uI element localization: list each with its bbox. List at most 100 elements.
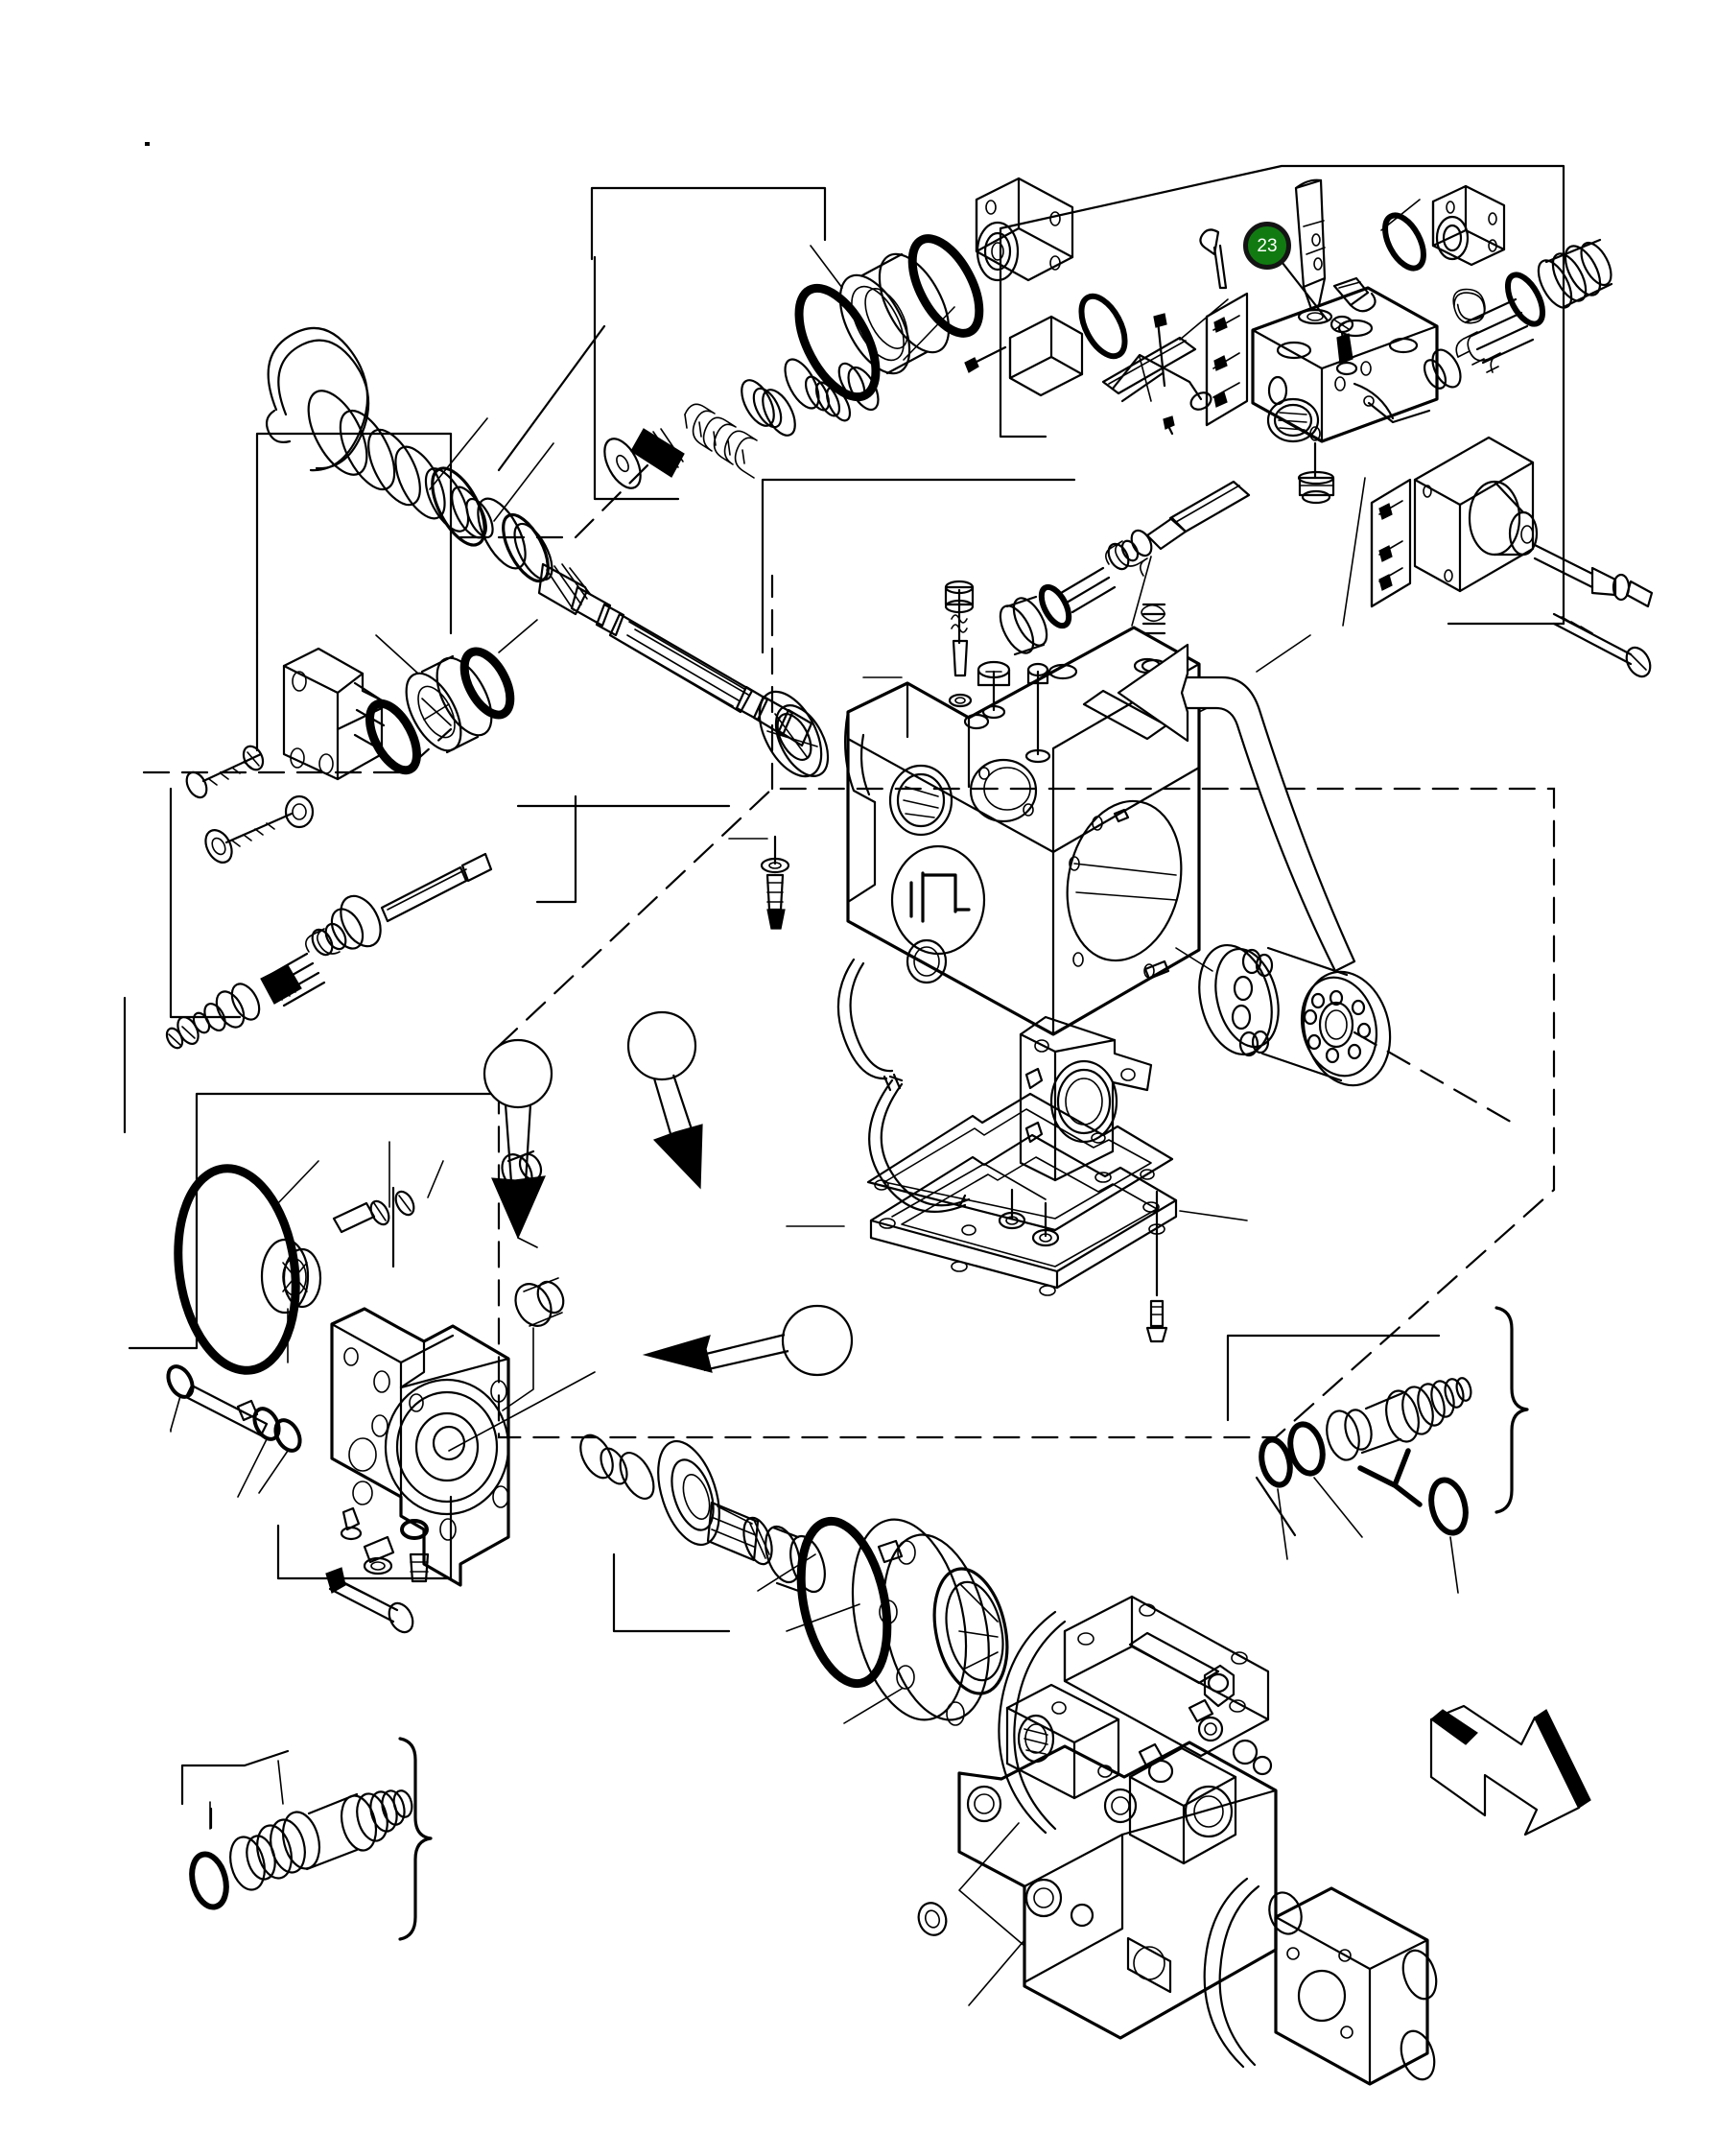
leader-cover-oring	[275, 1160, 319, 1206]
mounting-flange	[851, 1518, 1009, 1726]
bolt-head-left	[964, 357, 979, 373]
housing-bolt-top-3	[1024, 662, 1051, 764]
flange-o-ring-1	[365, 699, 421, 775]
leader-pilot	[1131, 556, 1152, 627]
drive-shaft	[537, 562, 813, 747]
relief-r-v-leader	[1357, 1448, 1423, 1507]
linkage-bar	[1367, 401, 1431, 424]
shaft-seal	[424, 466, 494, 547]
port-flange-group	[185, 619, 538, 864]
port-flange-upper	[975, 177, 1074, 282]
housing-outer	[846, 626, 1201, 1036]
block-port-3	[1388, 337, 1419, 354]
flange-o-ring-2	[459, 647, 515, 720]
shaft-bearing	[758, 690, 830, 778]
leader-solenoid	[1380, 199, 1421, 231]
cover-face-recess	[384, 1378, 510, 1516]
cover-plug-bottom	[409, 1552, 430, 1583]
cradle-stud-1	[998, 1188, 1026, 1230]
leader-block-drain	[1342, 477, 1366, 627]
arrow-head-1	[491, 1175, 546, 1240]
block-port-1	[1276, 341, 1312, 360]
cyl-bore-circle-ring	[1303, 989, 1372, 1064]
pilot-valve-left-lower	[165, 852, 493, 1050]
brace-right-relief	[1494, 1306, 1529, 1514]
leader-relief-r-2	[1313, 1477, 1363, 1538]
block-bore	[1266, 397, 1320, 443]
backup-ring-3	[513, 522, 553, 581]
o-ring-large-1	[794, 283, 881, 402]
cover-plug-right-lower	[502, 1277, 565, 1411]
leader-flange-oring	[786, 1603, 860, 1632]
cover-o-ring-large	[174, 1164, 300, 1375]
valve-plate-cover-group	[166, 1141, 596, 1634]
leader-cover-washer	[427, 1160, 444, 1198]
cyl-barrel	[1302, 970, 1392, 1087]
pump-assembly-group	[917, 1595, 1438, 2086]
coupling-snapring	[619, 1452, 655, 1500]
cover-pin-with-orings	[166, 1364, 302, 1498]
plate-gasket	[1078, 293, 1128, 360]
housing-cast-recess	[890, 844, 986, 956]
flange-sleeve	[405, 654, 493, 754]
balloon-leader-1	[482, 1038, 553, 1240]
housing-main-bore	[1066, 799, 1183, 962]
cradle-gasket	[866, 1092, 1174, 1236]
scan-artifact-dot	[145, 142, 150, 146]
relief-valve-group-left	[189, 1760, 413, 1910]
cylinder-block-group	[1175, 943, 1518, 1126]
block-arrow-bottom-right	[1429, 1704, 1591, 1836]
housing-bolt-top-2	[977, 660, 1011, 720]
leader-assembly-2	[968, 1939, 1025, 2006]
regulator-valve-block	[1251, 286, 1439, 443]
gear-pump-bore	[1297, 1969, 1347, 2023]
relief-valve-group-right	[1259, 1377, 1472, 1594]
o-ring-pilot	[1038, 583, 1072, 629]
cradle-stud-2	[1031, 1201, 1060, 1247]
pilot-plug	[999, 595, 1048, 656]
valve-plunger	[1294, 178, 1333, 325]
valve-plate-cover-body	[330, 1307, 510, 1587]
adjust-screw	[1332, 276, 1377, 313]
housing-bolt-lower-left	[760, 835, 790, 930]
leader-relief-r-1	[1277, 1488, 1288, 1560]
leader-relief-l-body	[277, 1760, 284, 1805]
o-ring-large-2	[907, 234, 984, 338]
cradle-bolt-right	[1145, 1190, 1168, 1343]
solenoid-plate-upper	[1431, 184, 1506, 267]
cover-dowel-and-washers	[332, 1190, 415, 1234]
leader-link-2	[1139, 356, 1152, 402]
relief-l-cartridge	[229, 1789, 413, 1891]
locating-pin	[1199, 228, 1228, 290]
relief-r-cartridge	[1326, 1377, 1472, 1461]
swash-cradle-group	[786, 1015, 1248, 1343]
seal-ring-stack	[307, 390, 446, 520]
leader-group-low	[1256, 634, 1311, 673]
relief-l-oring	[189, 1851, 229, 1910]
coil-spring-main	[684, 403, 758, 479]
brace-bottom-left-relief	[398, 1737, 433, 1941]
spool-rod	[380, 865, 468, 923]
callout-badge-23[interactable]: 23	[1243, 222, 1291, 270]
shaft-seal-bearing-group	[265, 326, 830, 778]
flange-bolt-upper	[185, 745, 265, 799]
bearing-sleeve	[838, 252, 951, 375]
assembly-loose-plug	[917, 1902, 948, 1936]
leader-cover-face	[448, 1371, 596, 1452]
housing-snap-ring	[836, 958, 902, 1092]
leader-cyl-left	[1175, 947, 1213, 972]
leader-flange	[375, 634, 419, 675]
relief-spring-assembly-right	[1423, 238, 1613, 390]
arrow-head-2	[652, 1124, 703, 1190]
spring-right-coils	[1455, 297, 1535, 373]
cyl-spline-bore	[1318, 1001, 1354, 1049]
spacer-1	[741, 379, 775, 427]
feedback-lever	[1111, 313, 1212, 436]
leader-cyl-dashed	[1353, 1031, 1518, 1126]
leader-link-1	[1179, 298, 1229, 341]
curved-assembly-arrow	[1117, 643, 1356, 973]
cover-oring-small-bottom	[400, 1519, 429, 1540]
coupling-thrust-washer	[657, 1439, 720, 1547]
cradle-support	[1019, 1015, 1153, 1182]
control-valve-block-group	[964, 178, 1654, 678]
